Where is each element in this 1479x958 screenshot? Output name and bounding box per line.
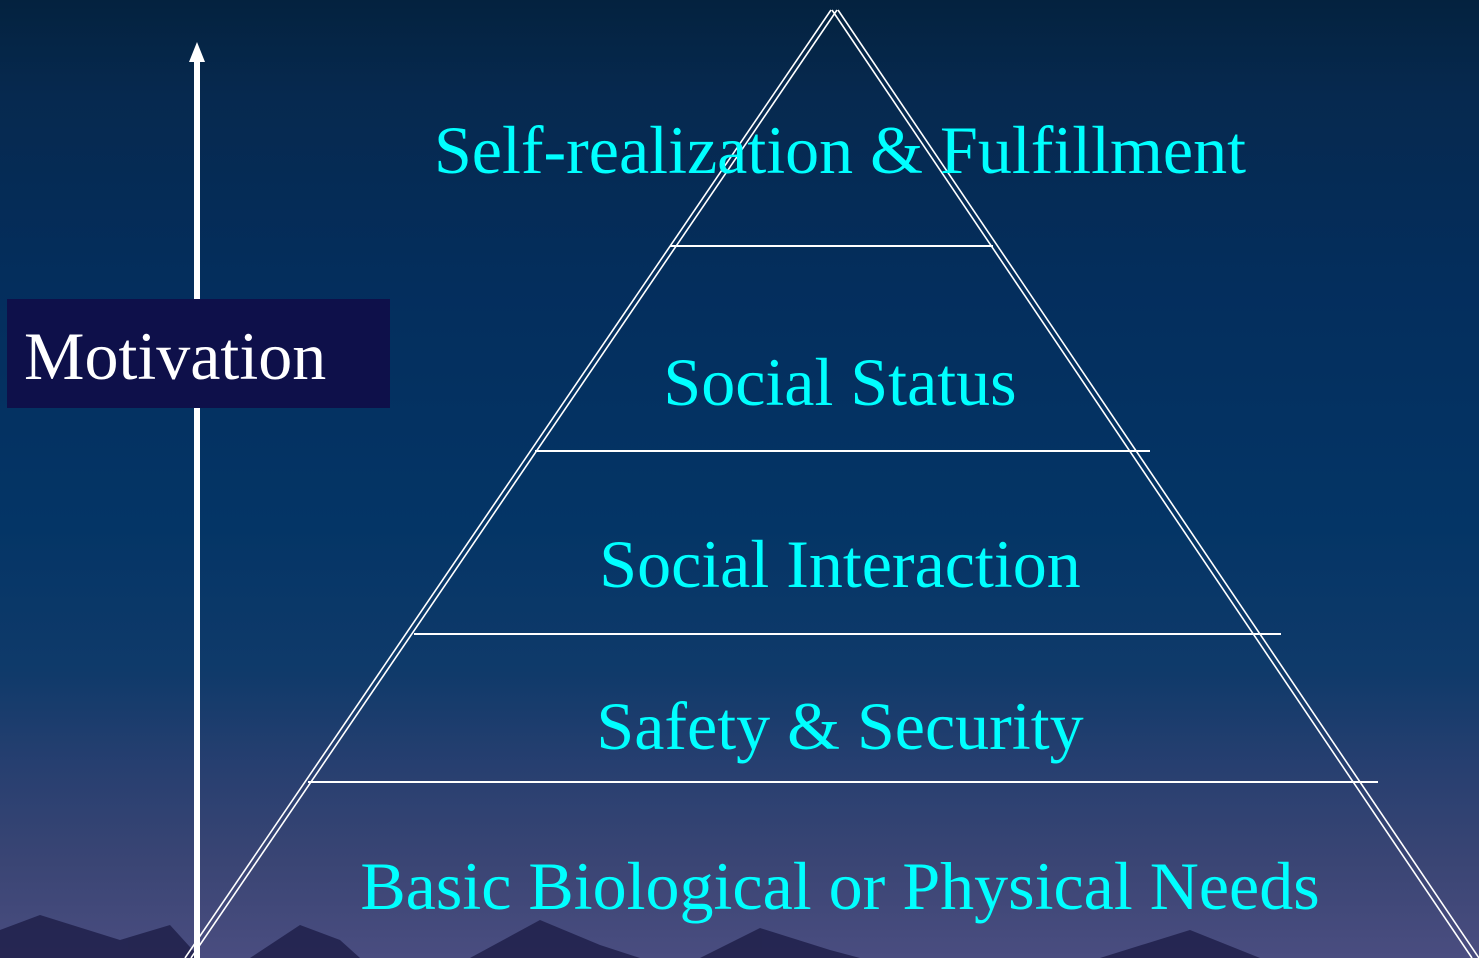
level-basic-needs: Basic Biological or Physical Needs (360, 848, 1320, 924)
level-self-realization: Self-realization & Fulfillment (433, 112, 1246, 188)
motivation-arrow (189, 42, 205, 958)
level-safety-security: Safety & Security (596, 688, 1084, 764)
arrow-up-icon (189, 42, 205, 62)
motivation-label-box (7, 299, 390, 408)
level-dividers (308, 245, 1378, 783)
pyramid-outline (184, 9, 1479, 958)
level-social-interaction: Social Interaction (599, 526, 1081, 602)
mountain-silhouette (0, 915, 1260, 958)
motivation-label: Motivation (24, 318, 327, 394)
level-social-status: Social Status (663, 344, 1017, 420)
